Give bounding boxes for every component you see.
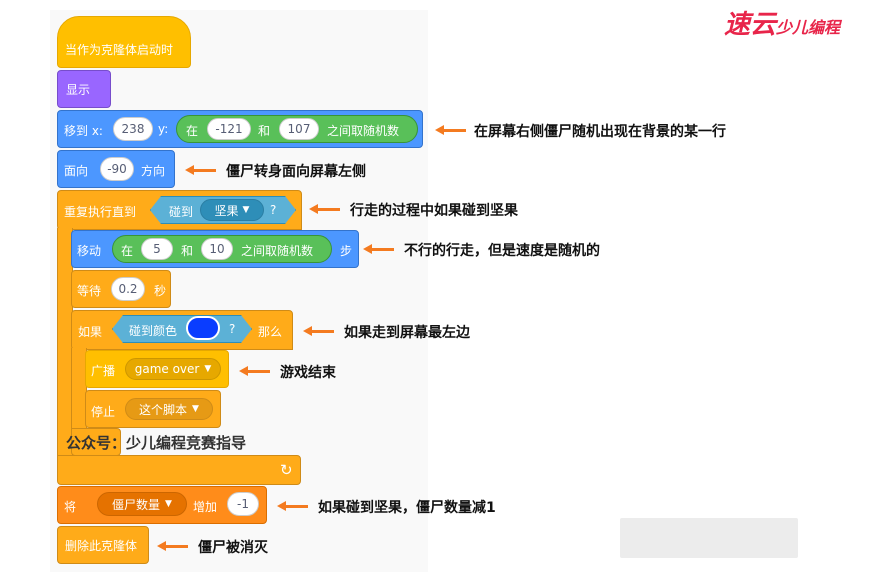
annotation-broadcast: 游戏结束 [280,365,336,381]
point-label: 面向 [64,164,89,178]
annotation-move: 不行的行走，但是速度是随机的 [404,243,600,259]
direction-input[interactable]: -90 [100,157,134,181]
move-steps-label: 步 [340,244,353,258]
move-to-input[interactable]: 10 [201,238,233,260]
if-then-arm [71,348,87,430]
annotation-change: 如果碰到坚果，僵尸数量减1 [318,500,496,516]
then-label: 那么 [258,325,283,339]
move-label: 移动 [77,244,102,258]
wait-label: 等待 [77,284,102,298]
variable-dropdown[interactable]: 僵尸数量 ▼ [97,492,187,516]
annotation-delete: 僵尸被消灭 [198,540,268,556]
touching-label: 碰到 [169,205,194,219]
when-start-as-clone-block[interactable]: 当作为克隆体启动时 [57,16,191,68]
annotation-point: 僵尸转身面向屏幕左侧 [226,164,366,180]
annotation-arrow-7 [277,501,308,511]
if-label: 如果 [78,325,103,339]
goto-y-label: y: [158,122,169,136]
logo-sub-text: 少儿编程 [776,18,841,37]
random-to-input[interactable]: 107 [279,118,319,140]
dropdown-arrow-icon: ▼ [242,205,250,215]
move-from-input[interactable]: 5 [141,238,173,260]
direction-post-label: 方向 [141,164,166,178]
broadcast-label: 广播 [91,364,116,378]
move-random-pre: 在 [121,244,134,258]
annotation-repeat-until: 行走的过程中如果碰到坚果 [350,203,518,219]
stop-option-value: 这个脚本 [139,402,188,417]
touching-color-condition[interactable] [112,315,252,343]
dropdown-arrow-icon: ▼ [165,499,172,509]
touching-color-q: ? [229,322,236,336]
blurred-region [620,518,798,558]
random-post-label: 之间取随机数 [327,124,400,138]
loop-arrow-icon: ↻ [280,461,293,479]
annotation-arrow-1 [435,125,466,135]
stop-option-dropdown[interactable]: 这个脚本 ▼ [125,398,213,420]
show-block[interactable]: 显示 [57,70,111,108]
annotation-arrow-4 [363,244,394,254]
show-label: 显示 [66,82,91,97]
touching-q: ? [270,203,277,217]
dropdown-arrow-icon: ▼ [192,404,199,414]
goto-label: 移到 x: [64,124,103,138]
touch-target-value: 坚果 [214,203,239,218]
delete-clone-label: 删除此克隆体 [65,538,138,553]
touching-color-label: 碰到颜色 [129,324,178,338]
annotation-arrow-5 [303,326,334,336]
broadcast-message-value: game over [134,362,200,376]
goto-x-input[interactable]: 238 [113,117,153,141]
touch-target-dropdown[interactable]: 坚果▼ [200,199,264,221]
move-random-post: 之间取随机数 [241,244,314,258]
change-label: 将 [64,500,77,514]
move-and-label: 和 [181,244,194,258]
variable-value: 僵尸数量 [112,497,161,512]
annotation-if: 如果走到屏幕最左边 [344,325,470,341]
wait-unit-label: 秒 [154,284,167,298]
broadcast-message-dropdown[interactable]: game over ▼ [125,358,221,380]
stop-label: 停止 [91,405,116,419]
annotation-arrow-6 [239,366,270,376]
random-from-input[interactable]: -121 [207,118,251,140]
repeat-until-label: 重复执行直到 [64,205,137,219]
color-swatch[interactable] [186,316,220,340]
annotation-goto: 在屏幕右侧僵尸随机出现在背景的某一行 [474,124,726,140]
random-pre-label: 在 [186,124,199,138]
random-and-label: 和 [258,124,271,138]
watermark-text: 公众号：少儿编程竞赛指导 [66,434,247,452]
logo-main-text: 速云 [724,10,777,40]
change-amount-input[interactable]: -1 [227,492,259,516]
annotation-arrow-3 [309,204,340,214]
annotation-arrow-8 [157,541,188,551]
if-then-footer[interactable] [71,428,121,456]
dropdown-arrow-icon: ▼ [204,364,212,374]
wait-seconds-input[interactable]: 0.2 [111,277,145,301]
delete-clone-block[interactable]: 删除此克隆体 [57,526,149,564]
change-by-label: 增加 [193,500,218,514]
hat-label: 当作为克隆体启动时 [65,42,174,57]
repeat-until-footer[interactable] [57,455,301,485]
annotation-arrow-2 [185,165,216,175]
brand-logo: 速云少儿编程 [724,4,840,41]
